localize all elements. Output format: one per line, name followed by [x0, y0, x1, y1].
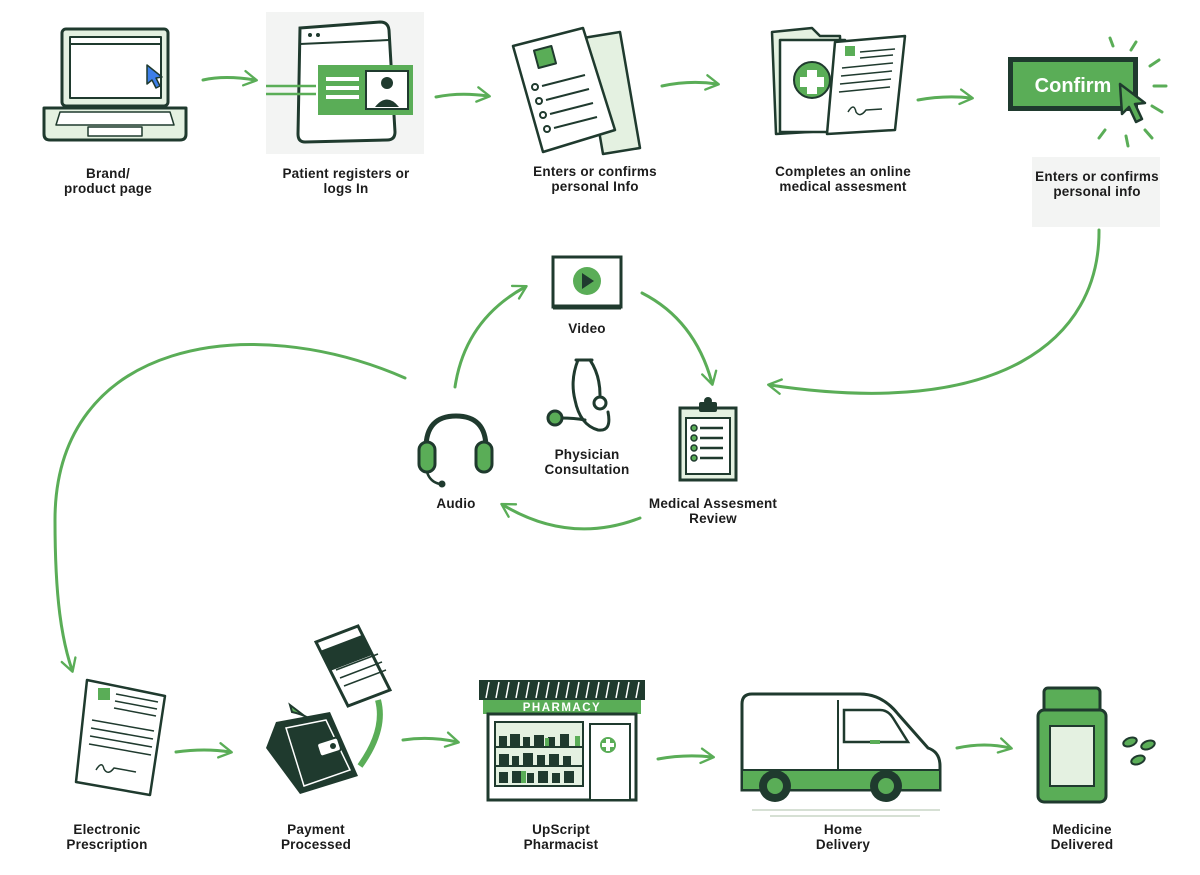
delivery-van-icon [740, 692, 942, 817]
arrow-personal-to-assessment [660, 74, 720, 91]
label-line: personal info [1053, 184, 1141, 199]
step-label-personal: Enters or confirms personal Info [520, 164, 670, 194]
step-label-delivery: Home Delivery [793, 822, 893, 852]
step-label-register: Patient registers or logs In [270, 166, 422, 196]
arrow-review-to-audio [500, 502, 642, 531]
confirm-label-panel [1032, 157, 1160, 227]
step-label-audio: Audio [420, 496, 492, 511]
arrow-register-to-personal [434, 86, 491, 103]
arrow-consult-to-prescription [53, 343, 407, 673]
label-line: Home [823, 822, 863, 837]
arrow-video-to-review [640, 291, 718, 386]
prescription-icon [74, 678, 167, 797]
step-label-delivered: Medicine Delivered [1030, 822, 1134, 852]
wallet-icon [266, 624, 393, 794]
step-label-brand: Brand/ product page [55, 166, 161, 196]
document-icon [511, 26, 642, 156]
label-line: logs In [323, 181, 369, 196]
medical-folder-icon [770, 26, 907, 136]
arrow-brand-to-register [201, 69, 258, 87]
label-line: Enters or confirms [533, 164, 657, 179]
label-line: Video [568, 321, 606, 336]
label-line: Processed [280, 837, 352, 852]
label-line: medical assesment [779, 179, 907, 194]
confirm-button-text: Confirm [1035, 75, 1112, 97]
label-line: Review [689, 511, 737, 526]
pharmacy-sign-text: PHARMACY [523, 702, 601, 714]
label-line: UpScript [532, 822, 590, 837]
label-line: Consultation [544, 462, 630, 477]
label-line: Brand/ [86, 166, 130, 181]
label-line: Prescription [66, 837, 148, 852]
label-line: product page [64, 181, 152, 196]
label-line: personal Info [551, 179, 639, 194]
step-label-prescription: Electronic Prescription [52, 822, 162, 852]
pharmacy-store-icon: PHARMACY [479, 680, 645, 802]
arrow-audio-to-video [453, 284, 528, 389]
arrow-payment-to-pharmacy [401, 731, 460, 748]
step-label-physician: Physician Consultation [527, 447, 647, 477]
label-line: Enters or confirms [1035, 169, 1159, 184]
label-line: Medicine [1052, 822, 1112, 837]
step-label-assessment: Completes an online medical assesment [760, 164, 926, 194]
label-line: Completes an online [775, 164, 911, 179]
arrow-pharmacy-to-delivery [656, 747, 715, 765]
label-line: Delivery [815, 837, 871, 852]
step-label-video: Video [547, 321, 627, 336]
arrow-delivery-to-delivered [955, 737, 1013, 754]
confirm-button-icon: Confirm [1008, 36, 1168, 148]
video-icon [551, 255, 623, 310]
label-line: Physician [554, 447, 620, 462]
medicine-bottle-icon [1036, 686, 1156, 804]
label-line: Medical Assesment [648, 496, 778, 511]
clipboard-icon [678, 397, 738, 482]
label-line: Audio [436, 496, 476, 511]
label-line: Pharmacist [523, 837, 599, 852]
laptop-icon [42, 27, 188, 142]
step-label-review: Medical Assesment Review [635, 496, 791, 526]
arrow-assessment-to-confirm [916, 88, 974, 106]
id-card-icon [266, 20, 413, 144]
arrow-confirm-to-review [767, 228, 1101, 395]
label-line: Delivered [1050, 837, 1114, 852]
stethoscope-icon [546, 358, 611, 432]
step-label-confirm: Enters or confirms personal info [1022, 169, 1172, 199]
label-line: Electronic [73, 822, 141, 837]
label-line: Patient registers or [282, 166, 410, 181]
label-line: Payment [287, 822, 345, 837]
headset-icon [417, 413, 494, 488]
step-label-payment: Payment Processed [266, 822, 366, 852]
step-label-pharmacy: UpScript Pharmacist [505, 822, 617, 852]
arrow-prescription-to-payment [174, 742, 233, 759]
